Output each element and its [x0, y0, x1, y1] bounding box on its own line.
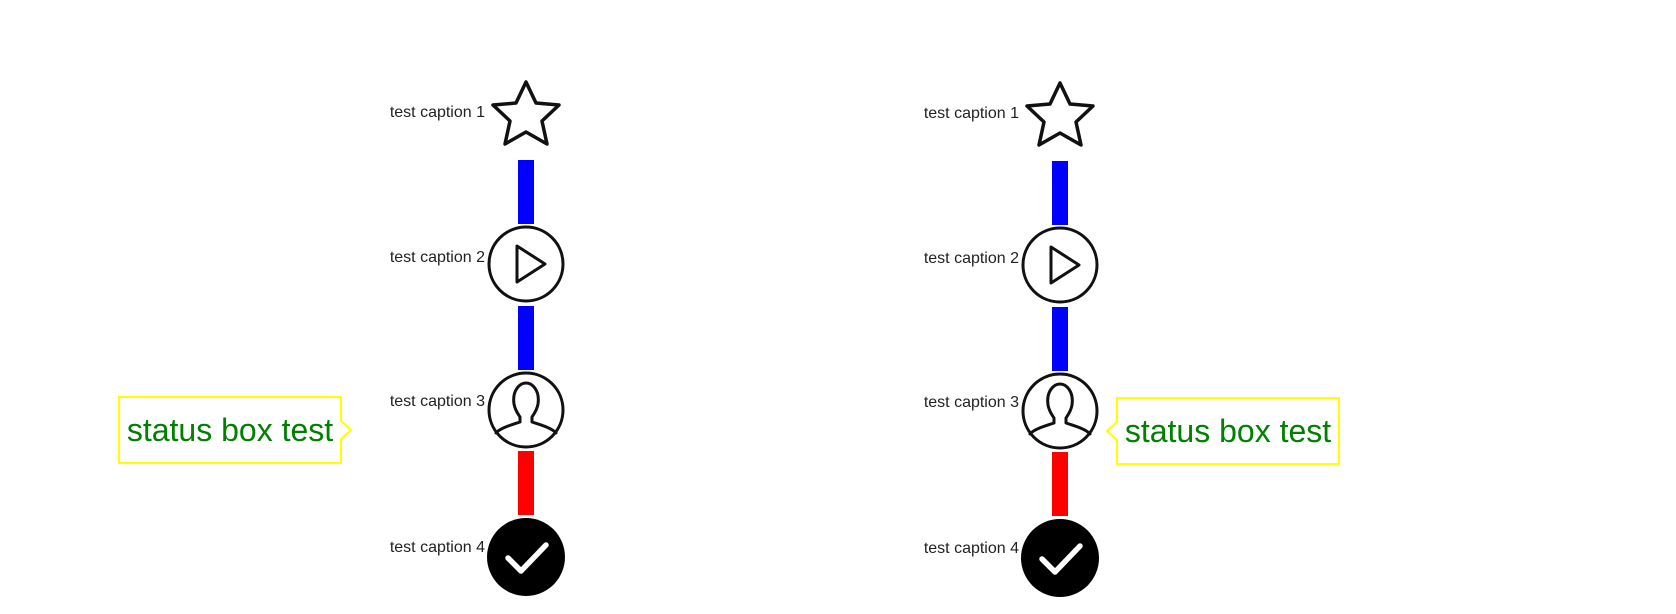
step-caption: test caption 2	[389, 249, 485, 266]
connector-3-4	[1052, 452, 1068, 516]
star-icon	[1020, 75, 1100, 155]
step-caption: test caption 3	[923, 394, 1019, 411]
connector-2-3	[518, 306, 534, 370]
connector-3-4	[518, 451, 534, 515]
status-box-text: status box test	[126, 411, 334, 448]
connector-2-3	[1052, 307, 1068, 371]
play-icon	[1020, 225, 1100, 305]
step-caption: test caption 1	[923, 105, 1019, 122]
status-box: status box test	[118, 396, 352, 464]
connector-1-2	[1052, 161, 1068, 225]
step-caption: test caption 3	[389, 393, 485, 410]
step-caption: test caption 4	[389, 539, 485, 556]
connector-1-2	[518, 160, 534, 224]
play-icon	[486, 224, 566, 304]
status-box: status box test	[1106, 397, 1340, 465]
status-box-pointer	[1106, 421, 1118, 441]
star-icon	[486, 74, 566, 154]
check-icon	[1020, 518, 1100, 598]
step-caption: test caption 1	[389, 104, 485, 121]
user-icon	[1020, 371, 1100, 451]
check-icon	[486, 517, 566, 597]
user-icon	[486, 370, 566, 450]
status-box-pointer	[340, 420, 352, 440]
status-box-text: status box test	[1124, 412, 1332, 449]
step-caption: test caption 2	[923, 250, 1019, 267]
step-caption: test caption 4	[923, 540, 1019, 557]
